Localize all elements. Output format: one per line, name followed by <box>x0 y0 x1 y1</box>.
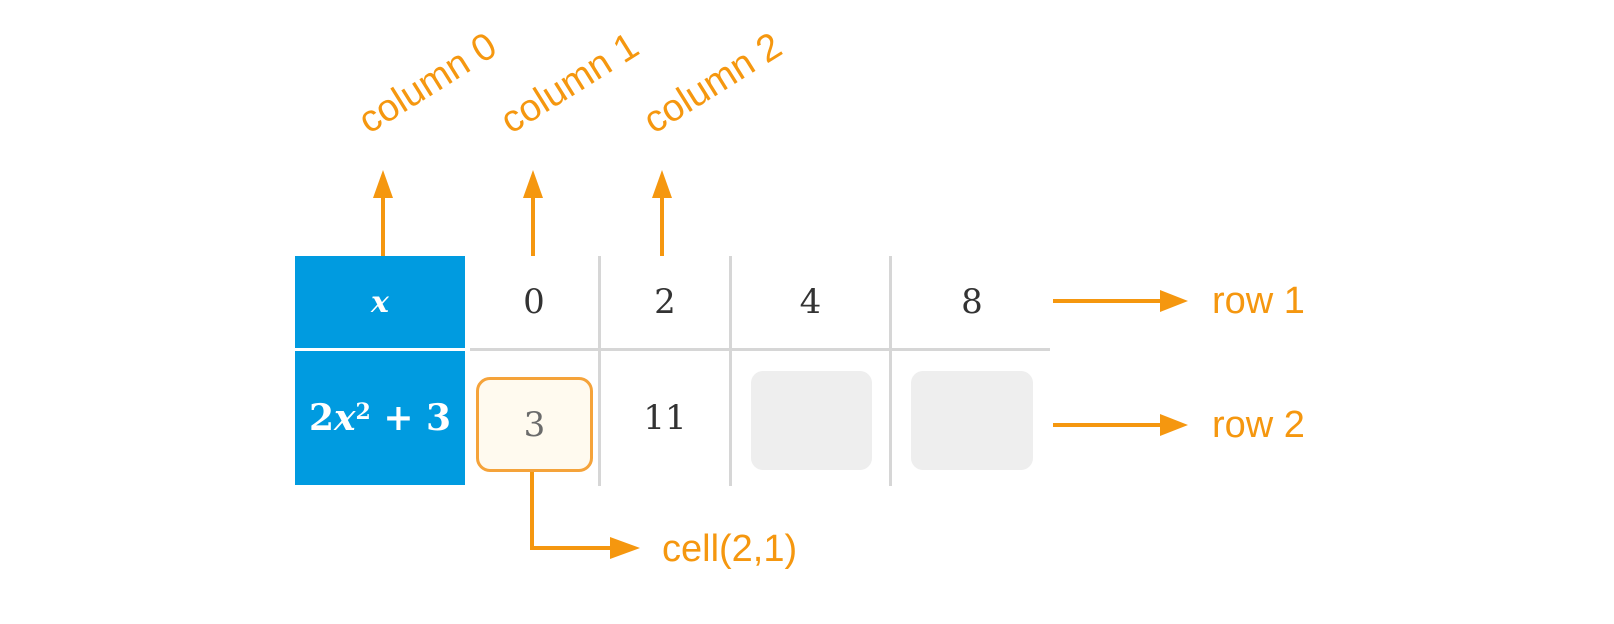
row-1-cell-2: 2 <box>654 282 676 322</box>
row-1-cell-1: 0 <box>523 282 545 322</box>
column-divider <box>598 256 601 486</box>
exponent: 2 <box>355 399 371 425</box>
variable: x <box>334 397 356 439</box>
selected-cell-2-1[interactable]: 3 <box>476 377 593 472</box>
row-2-cell-2[interactable]: 11 <box>643 398 687 438</box>
row-1-header: x <box>295 256 465 348</box>
column-2-label: column 2 <box>636 24 790 143</box>
row-1-label: row 1 <box>1212 280 1305 322</box>
column-1-label: column 1 <box>493 24 647 143</box>
column-divider <box>889 256 892 486</box>
row-2-cell-4-empty-input[interactable] <box>911 371 1033 470</box>
constant-term: + 3 <box>370 397 452 439</box>
row-divider <box>470 348 1050 351</box>
row-1-cell-4: 8 <box>961 282 983 322</box>
cell-label: cell(2,1) <box>662 528 798 570</box>
column-divider <box>729 256 732 486</box>
row-2-label: row 2 <box>1212 404 1305 446</box>
column-0-label: column 0 <box>351 24 505 143</box>
row-1-cell-3: 4 <box>799 282 822 322</box>
row-1-header-text: x <box>371 284 389 320</box>
coef: 2 <box>308 397 334 439</box>
row-2-cell-3-empty-input[interactable] <box>751 371 872 470</box>
